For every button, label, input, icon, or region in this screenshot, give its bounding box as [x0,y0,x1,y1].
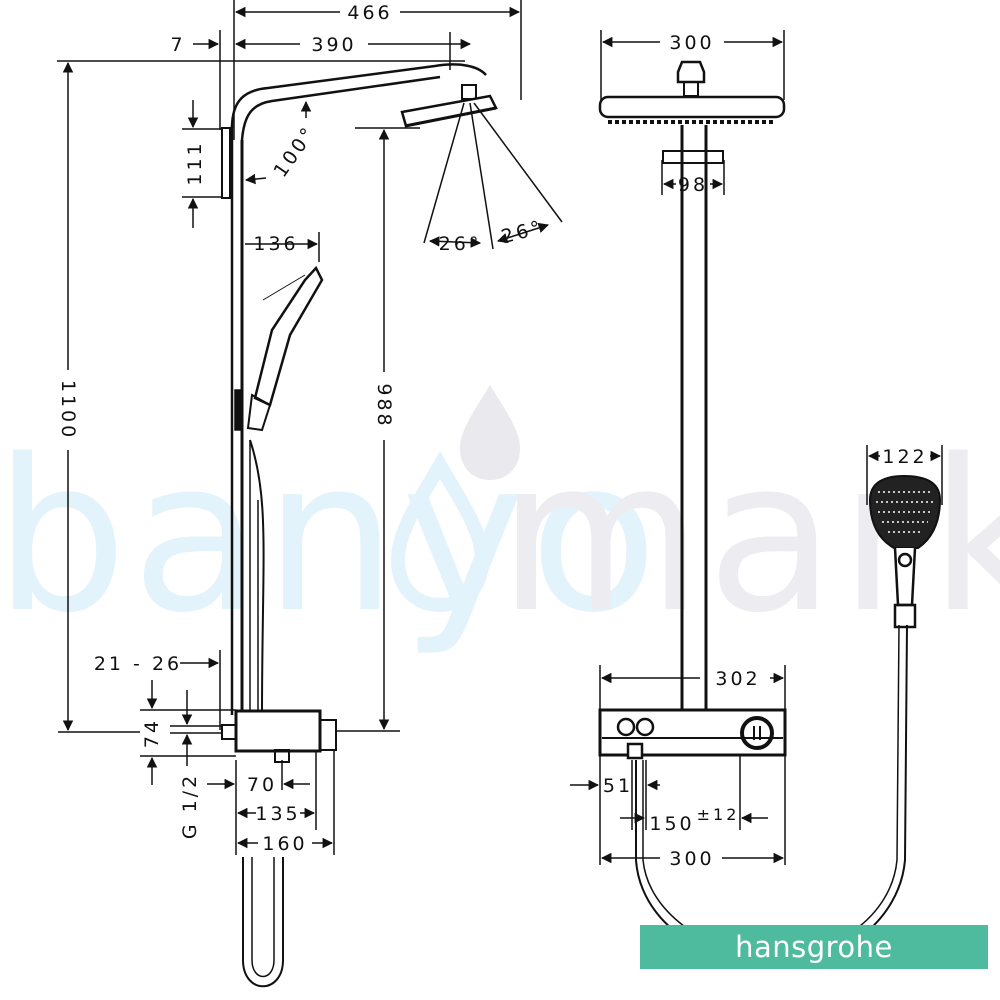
dim-hand-shower-reach: 136 [253,233,298,255]
hansgrohe-logo: hansgrohe [640,925,988,969]
side-view [57,0,563,988]
overhead-shower-front [598,60,786,124]
dim-thermostat-width: 302 [715,668,760,690]
dim-wall-distance: 21 - 26 [94,653,182,675]
brand-name: hansgrohe [735,930,893,964]
dim-arm-reach: 390 [311,34,356,56]
dim-inlet-tolerance: ±12 [697,805,740,824]
thermostat-front [598,708,787,760]
dim-arm-angle: 100° [270,122,321,182]
dim-thread: G 1/2 [179,773,201,839]
overhead-shower-side [400,84,498,128]
dim-head-height: 988 [373,383,395,428]
dim-bracket-height: 111 [184,140,206,185]
dim-connection-height: 74 [141,718,163,748]
dim-bracket-width: 98 [678,174,708,196]
dim-thermostat-depth: 135 [255,803,300,825]
dim-spray-angle-left: 26° [439,233,482,255]
dim-hand-shower-width: 122 [882,446,927,468]
dim-head-width: 300 [669,32,714,54]
dim-total-height: 1100 [57,380,79,440]
dim-outlet-offset-front: 51 [603,775,633,797]
dim-thermostat-total-depth: 160 [262,833,307,855]
dim-wall-offset: 7 [170,34,185,56]
dimension-labels: 466 390 7 111 100° 136 1100 988 26° 26° … [57,2,927,870]
dim-base-width: 300 [669,848,714,870]
thermostat-side [221,709,337,763]
dim-outlet-offset: 70 [247,774,277,796]
dim-spray-angle-right: 26° [499,216,546,248]
front-view [570,30,908,967]
dim-overall-reach: 466 [347,2,392,24]
hand-shower-front [866,445,943,629]
dim-inlet-spacing: 150 [649,813,694,835]
